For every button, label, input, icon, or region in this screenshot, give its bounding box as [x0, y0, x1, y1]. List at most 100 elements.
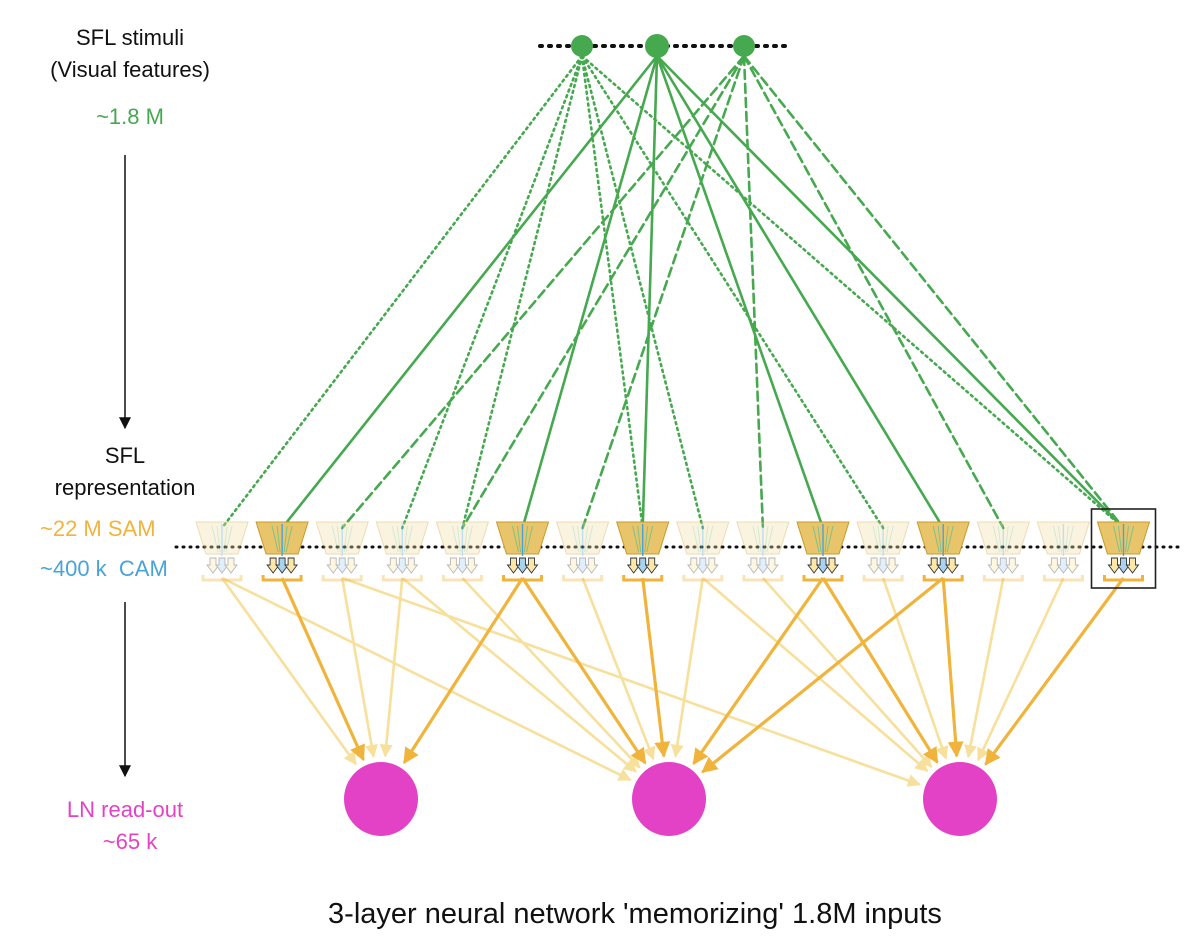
output-arrow-icon — [1056, 557, 1071, 574]
dendrite-branch — [586, 525, 594, 553]
stimulus-connection — [655, 54, 825, 530]
dendrite-branch — [877, 525, 882, 553]
sam-unit — [315, 521, 369, 582]
stimulus-connection — [580, 54, 1125, 530]
readout-node — [923, 762, 997, 836]
dendrite-branch — [1004, 525, 1009, 553]
output-bracket — [742, 575, 784, 582]
dendrite-branch — [456, 525, 461, 553]
dendrite-branch — [403, 525, 408, 553]
output-arrow-icon — [825, 557, 839, 574]
dendrite-branch — [766, 525, 774, 553]
stimulus-connection — [521, 54, 659, 530]
dendrite-branch — [692, 525, 700, 553]
readout-connection — [761, 577, 933, 768]
output-arrow-icon — [644, 557, 659, 574]
output-arrow-icon — [867, 557, 881, 574]
readout-connection — [340, 577, 378, 758]
output-bracket — [261, 575, 303, 582]
output-arrow-icon — [284, 557, 298, 574]
readout-connection — [402, 577, 524, 765]
sam-dendrite-body — [976, 521, 1030, 555]
sam-count: ~22 M SAM — [40, 516, 156, 541]
output-arrow-icon — [936, 557, 951, 574]
sam-dendrite-body — [195, 521, 249, 555]
readout-connection — [701, 576, 945, 774]
dendrite-branch — [391, 525, 399, 553]
dendrite-branch — [216, 525, 221, 553]
output-bracket — [862, 575, 904, 582]
highlight-box — [1090, 508, 1157, 589]
dendrite-branch — [997, 525, 1002, 553]
output-bracket — [922, 575, 964, 582]
output-arrow-icon — [695, 557, 710, 574]
readout-connection — [641, 577, 671, 758]
dendrite-branch — [824, 525, 829, 553]
dendrite-branch — [826, 525, 834, 553]
dendrite-branch — [944, 525, 949, 553]
output-arrow-icon — [224, 557, 238, 574]
output-arrow-icon — [945, 557, 960, 574]
dendrite-branch — [1066, 525, 1074, 553]
output-bracket — [321, 575, 363, 582]
dendrite-branch — [1125, 525, 1129, 553]
dendrite-branch — [577, 525, 582, 553]
sam-unit-active — [616, 521, 670, 582]
dendrite-branch — [697, 525, 702, 553]
readout-connection — [701, 577, 929, 772]
sam-unit — [676, 521, 730, 582]
readout-node — [344, 762, 418, 836]
dendrite-branch — [646, 525, 654, 553]
sam-unit-active — [1096, 521, 1151, 582]
dendrite-branch — [345, 525, 353, 553]
output-arrow-icon — [885, 557, 899, 574]
output-arrow-icon — [816, 557, 830, 574]
output-bracket — [1042, 575, 1084, 582]
output-arrow-icon — [206, 557, 220, 574]
sam-dendrite-body — [315, 521, 369, 555]
dendrite-branch — [451, 525, 459, 553]
stimulus-connection — [742, 54, 1125, 530]
dendrite-branch — [872, 525, 880, 553]
representation-layer — [174, 508, 1182, 589]
dendrite-branch — [1118, 525, 1122, 553]
cam-count: ~400 k CAM — [40, 556, 168, 581]
stimulus-connection — [220, 54, 584, 530]
stimulus-connection — [461, 54, 584, 530]
output-arrow-icon — [1065, 557, 1080, 574]
dendrite-branch — [1064, 525, 1069, 553]
sam-dendrite-body — [375, 521, 429, 555]
sam-dendrite-body — [736, 521, 790, 555]
dendrite-branch — [1127, 525, 1134, 553]
sam-unit — [1036, 521, 1091, 582]
sam-unit — [856, 521, 910, 582]
stimulus-connection — [280, 54, 659, 530]
sam-unit-active — [495, 521, 550, 582]
sam-dendrite-body — [555, 521, 610, 555]
dendrite-branch — [223, 525, 228, 553]
output-arrow-icon — [927, 557, 942, 574]
readout-connection — [461, 577, 641, 769]
dendrite-branch — [764, 525, 769, 553]
sam-unit-active — [916, 521, 970, 582]
stimulus-connection — [400, 54, 584, 530]
readout-connection — [521, 577, 647, 765]
dendrite-branch — [572, 525, 580, 553]
dendrite-branch — [1052, 525, 1060, 553]
dendrite-branch — [336, 525, 341, 553]
output-arrow-icon — [996, 557, 1011, 574]
dendrite-branch — [343, 525, 348, 553]
dendrite-branch — [937, 525, 942, 553]
stimulus-connection — [641, 54, 659, 530]
dendrite-branch — [704, 525, 709, 553]
output-arrow-icon — [1005, 557, 1020, 574]
sam-dendrite-body — [676, 521, 730, 555]
output-bracket — [381, 575, 423, 582]
readout-connection — [341, 576, 921, 787]
output-arrow-icon — [335, 557, 350, 574]
stimulus-node — [571, 35, 593, 57]
output-arrow-icon — [876, 557, 890, 574]
output-bracket — [622, 575, 664, 582]
stimulus-connection — [580, 54, 885, 530]
